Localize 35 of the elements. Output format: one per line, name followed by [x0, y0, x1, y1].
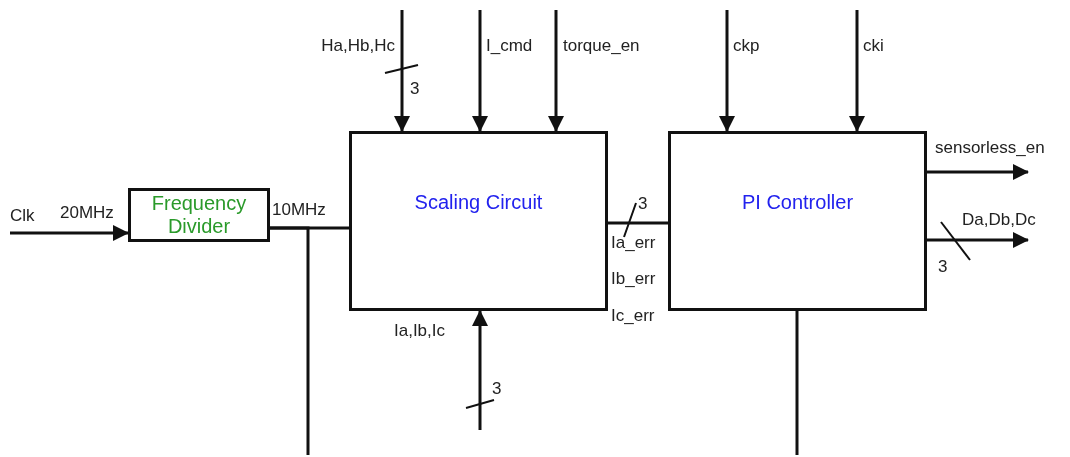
signal-label: Ic_err	[611, 307, 655, 324]
block-title: Frequency Divider	[150, 192, 248, 238]
arrow	[719, 10, 735, 132]
signal-label: 3	[938, 258, 948, 275]
arrow	[472, 310, 488, 430]
signal-label: 3	[638, 195, 648, 212]
arrow	[472, 10, 488, 132]
signal-label: 3	[410, 80, 420, 97]
arrow	[548, 10, 564, 132]
signal-label: torque_en	[563, 37, 640, 54]
block-box	[349, 131, 608, 311]
arrow	[394, 10, 410, 132]
arrow	[927, 164, 1029, 180]
signal-label: I_cmd	[486, 37, 533, 54]
signal-label: Ha,Hb,Hc	[321, 37, 395, 54]
signal-line	[608, 221, 668, 225]
arrow	[849, 10, 865, 132]
arrow	[10, 225, 129, 241]
signal-label: 20MHz	[60, 204, 114, 221]
signal-label: Clk	[10, 207, 35, 224]
signal-line	[795, 311, 799, 455]
signal-label: Ia_err	[611, 234, 656, 251]
signal-line	[270, 226, 310, 455]
signal-label: 3	[492, 380, 502, 397]
arrow	[927, 232, 1029, 248]
signal-label: cki	[863, 37, 884, 54]
signal-label: sensorless_en	[935, 139, 1045, 156]
signal-label: 10MHz	[272, 201, 326, 218]
block-box	[668, 131, 927, 311]
signal-label: Ib_err	[611, 270, 656, 287]
signal-label: ckp	[733, 37, 760, 54]
block-title: PI Controller	[741, 191, 854, 214]
signal-label: Da,Db,Dc	[962, 211, 1036, 228]
block-box	[128, 188, 270, 242]
block-title: Scaling Circuit	[414, 191, 543, 214]
